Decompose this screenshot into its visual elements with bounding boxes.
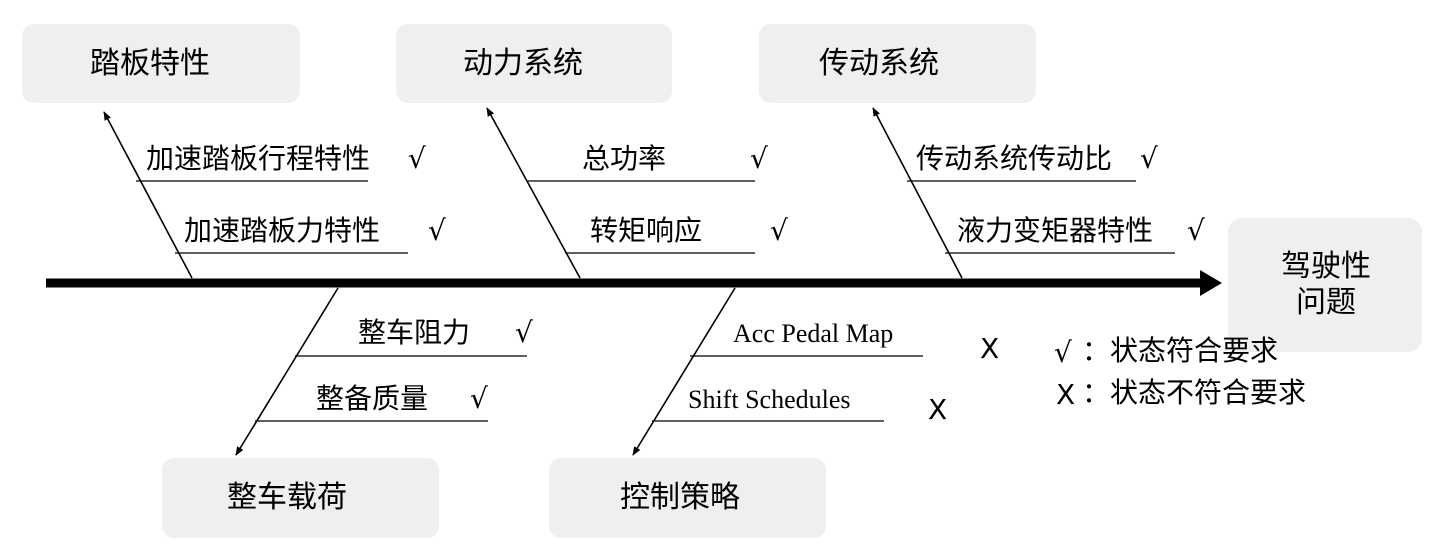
cause-label-load-2: 整备质量: [316, 383, 428, 415]
cause-label-power-1: 总功率: [582, 143, 666, 175]
cause-label-strat-2: Shift Schedules: [688, 385, 851, 414]
category-box-strategy: [549, 458, 826, 538]
cause-label-power-2: 转矩响应: [590, 215, 702, 247]
category-box-transmission: [759, 24, 1036, 103]
bone-load: [235, 287, 339, 456]
category-box-pedal: [22, 24, 300, 103]
bone-transmission: [872, 107, 963, 279]
category-label-transmission: 传动系统: [819, 47, 939, 80]
x-mark-strat-2: X: [928, 393, 947, 426]
cause-label-pedal-2: 加速踏板力特性: [184, 215, 380, 247]
check-mark-pedal-2: √: [428, 214, 446, 247]
check-mark-load-2: √: [470, 382, 488, 415]
effect-label-line2: 问题: [1296, 286, 1356, 319]
category-label-strategy: 控制策略: [620, 481, 740, 514]
category-box-power: [396, 24, 672, 103]
bone-pedal: [103, 111, 193, 279]
cause-label-strat-1: Acc Pedal Map: [733, 319, 893, 348]
check-mark-load-1: √: [515, 316, 533, 349]
category-label-power: 动力系统: [463, 47, 583, 80]
category-label-load: 整车载荷: [227, 481, 347, 514]
cause-label-load-1: 整车阻力: [358, 317, 470, 349]
legend-bad-mark: X: [1056, 378, 1075, 411]
legend-ok-mark: √: [1054, 336, 1072, 369]
legend-bad-text: ：状态不符合要求: [1082, 377, 1306, 409]
bone-power: [486, 107, 581, 279]
category-box-load: [162, 458, 439, 538]
effect-label-line1: 驾驶性: [1281, 250, 1371, 283]
check-mark-pedal-1: √: [408, 142, 426, 175]
cause-label-trans-2: 液力变矩器特性: [957, 215, 1153, 247]
check-mark-trans-2: √: [1187, 214, 1205, 247]
check-mark-power-2: √: [770, 214, 788, 247]
effect-box: [1228, 218, 1422, 352]
check-mark-trans-1: √: [1140, 142, 1158, 175]
category-label-pedal: 踏板特性: [90, 47, 210, 80]
cause-label-pedal-1: 加速踏板行程特性: [146, 143, 370, 175]
spine-arrowhead: [1200, 270, 1222, 296]
legend-ok-text: ：状态符合要求: [1082, 335, 1278, 367]
cause-label-trans-1: 传动系统传动比: [916, 143, 1112, 175]
check-mark-power-1: √: [750, 142, 768, 175]
x-mark-strat-1: X: [980, 332, 999, 365]
bone-strategy: [632, 287, 736, 456]
